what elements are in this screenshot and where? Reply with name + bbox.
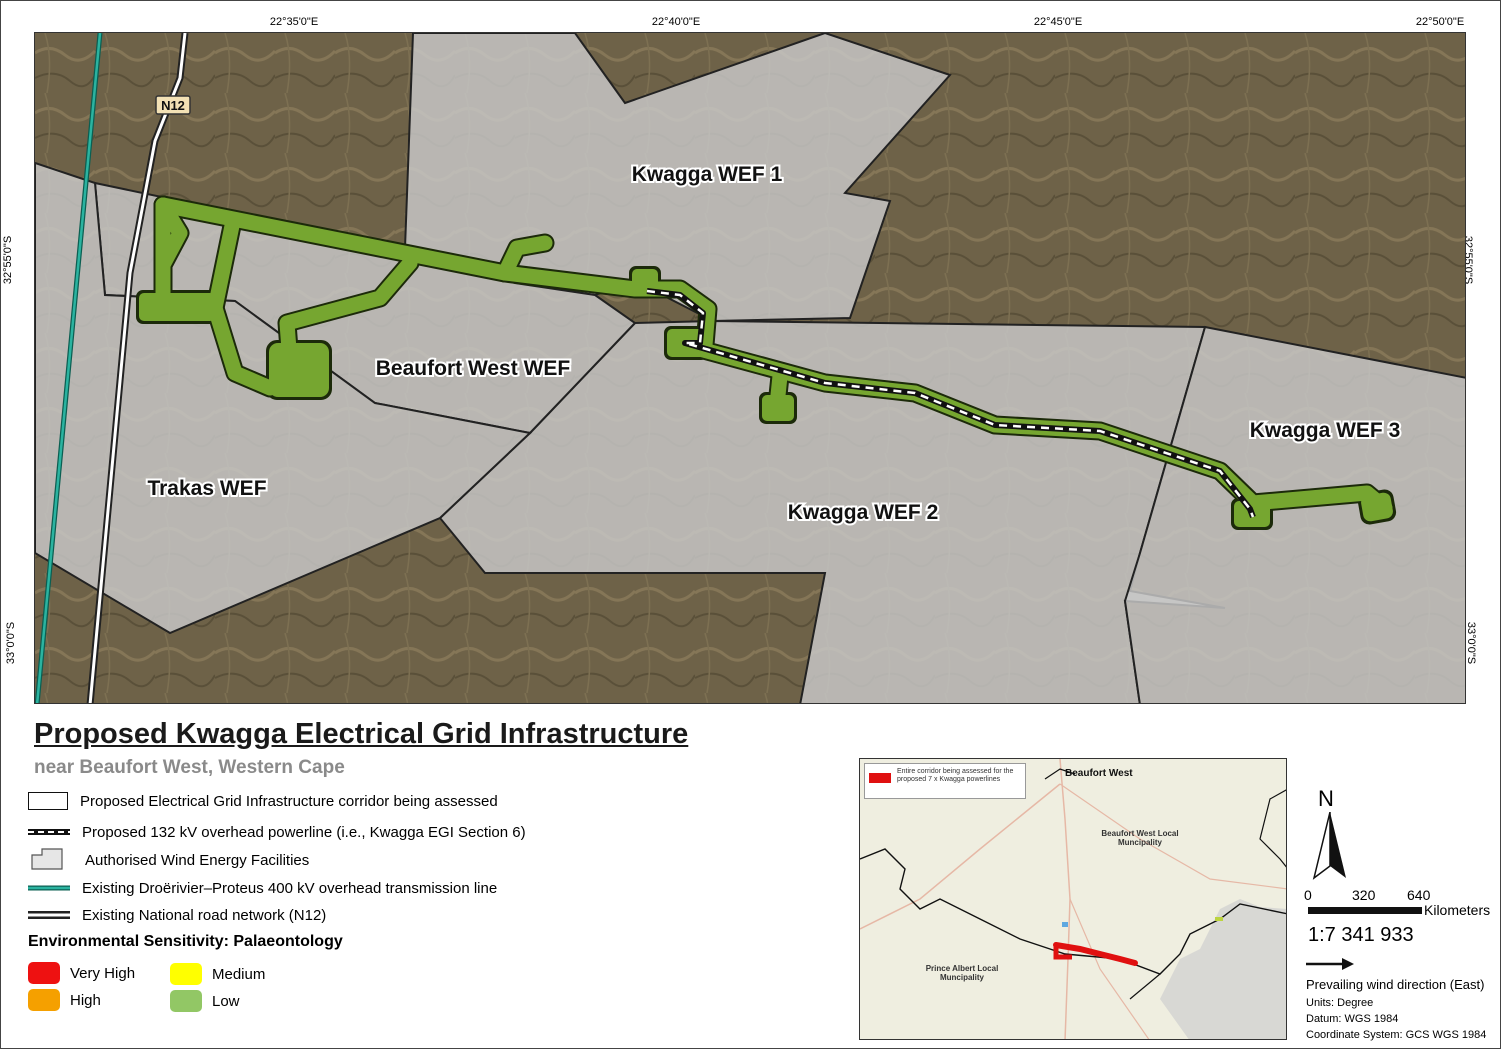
coord-top-2: 22°40'0"E (651, 16, 701, 28)
legend-transmission: Existing Droërivier–Proteus 400 kV overh… (28, 879, 497, 897)
low-label: Low (212, 992, 240, 1010)
n12-road (88, 33, 187, 703)
inset-canvas (860, 759, 1286, 1039)
inset-corridor (1053, 942, 1138, 966)
n12-road-shield: N12 (155, 95, 191, 115)
legend-road-label: Existing National road network (N12) (82, 906, 327, 924)
coord-top-3: 22°45'0"E (1033, 16, 1083, 28)
legend-wef-label: Authorised Wind Energy Facilities (85, 851, 310, 869)
sensitivity-high: High (28, 989, 101, 1011)
scale-ratio: 1:7 341 933 (1308, 924, 1414, 946)
high-label: High (70, 991, 101, 1009)
proposed-powerline (646, 289, 1255, 518)
inset-legend-text: Entire corridor being assessed for the p… (897, 768, 1014, 783)
datum-label: Datum: WGS 1984 (1306, 1013, 1399, 1025)
inset-map[interactable]: Entire corridor being assessed for the p… (859, 758, 1287, 1040)
map-canvas: N12 Kwagga WEF 1 Beaufort West WEF Kwagg… (35, 33, 1465, 703)
inset-legend: Entire corridor being assessed for the p… (864, 763, 1026, 799)
wind-label: Prevailing wind direction (East) (1306, 977, 1485, 992)
label-kwagga-wef-2: Kwagga WEF 2 (788, 501, 939, 524)
sensitivity-low: Low (170, 990, 240, 1012)
legend-transmission-label: Existing Droërivier–Proteus 400 kV overh… (82, 879, 498, 897)
legend-corridor-label: Proposed Electrical Grid Infrastructure … (80, 792, 498, 810)
wind-arrow-icon (1306, 958, 1354, 970)
label-kwagga-wef-1: Kwagga WEF 1 (632, 163, 783, 186)
sensitivity-title: Environmental Sensitivity: Palaeontology (28, 933, 343, 950)
coord-top-1: 22°35'0"E (269, 16, 319, 28)
label-kwagga-wef-3: Kwagga WEF 3 (1250, 419, 1401, 442)
legend-powerline-label: Proposed 132 kV overhead powerline (i.e.… (82, 823, 526, 841)
legend-powerline: Proposed 132 kV overhead powerline (i.e.… (28, 823, 526, 841)
main-map[interactable]: N12 Kwagga WEF 1 Beaufort West WEF Kwagg… (34, 32, 1466, 704)
medium-label: Medium (212, 965, 266, 983)
inset-town-label: Beaufort West (1065, 768, 1133, 779)
scale-tick-320: 320 (1352, 887, 1376, 903)
inset-municipality-1: Beaufort West Local Muncipality (1101, 829, 1179, 847)
medium-swatch (170, 963, 202, 985)
transmission-line (35, 33, 102, 703)
sensitivity-very-high: Very High (28, 962, 135, 984)
very-high-label: Very High (70, 964, 136, 982)
kwagga-wef-3-area (1123, 325, 1465, 703)
corridor-symbol (28, 792, 68, 810)
powerline-symbol (28, 823, 70, 841)
coord-left-1: 32°55'0"S (2, 235, 15, 285)
road-symbol (28, 906, 70, 924)
inset-municipality-2: Prince Albert Local Muncipality (925, 964, 999, 982)
inset-legend-swatch (869, 773, 891, 783)
legend-wef: Authorised Wind Energy Facilities (28, 848, 310, 870)
crs-label: Coordinate System: GCS WGS 1984 (1306, 1029, 1487, 1041)
transmission-symbol (28, 879, 70, 897)
coord-left-2: 33°0'0"S (5, 621, 18, 665)
label-trakas-wef: Trakas WEF (147, 477, 266, 500)
map-subtitle: near Beaufort West, Western Cape (34, 757, 345, 778)
north-label: N (1318, 786, 1334, 811)
legend-road: Existing National road network (N12) (28, 906, 326, 924)
label-beaufort-west-wef: Beaufort West WEF (376, 357, 571, 380)
sensitivity-medium: Medium (170, 963, 265, 985)
scale-bar (1308, 907, 1422, 914)
map-title: Proposed Kwagga Electrical Grid Infrastr… (34, 718, 689, 750)
north-arrow-icon (1312, 812, 1346, 880)
high-swatch (28, 989, 60, 1011)
coord-top-4: 22°50'0"E (1415, 16, 1465, 28)
wef-symbol (28, 848, 70, 870)
scale-tick-0: 0 (1304, 887, 1312, 903)
legend-corridor: Proposed Electrical Grid Infrastructure … (28, 792, 498, 810)
scale-units: Kilometers (1424, 902, 1491, 918)
very-high-swatch (28, 962, 60, 984)
coord-right-2: 33°0'0"S (1465, 621, 1478, 665)
n12-label: N12 (161, 98, 185, 113)
low-swatch (170, 990, 202, 1012)
units-label: Units: Degree (1306, 997, 1374, 1009)
scale-tick-640: 640 (1407, 887, 1431, 903)
